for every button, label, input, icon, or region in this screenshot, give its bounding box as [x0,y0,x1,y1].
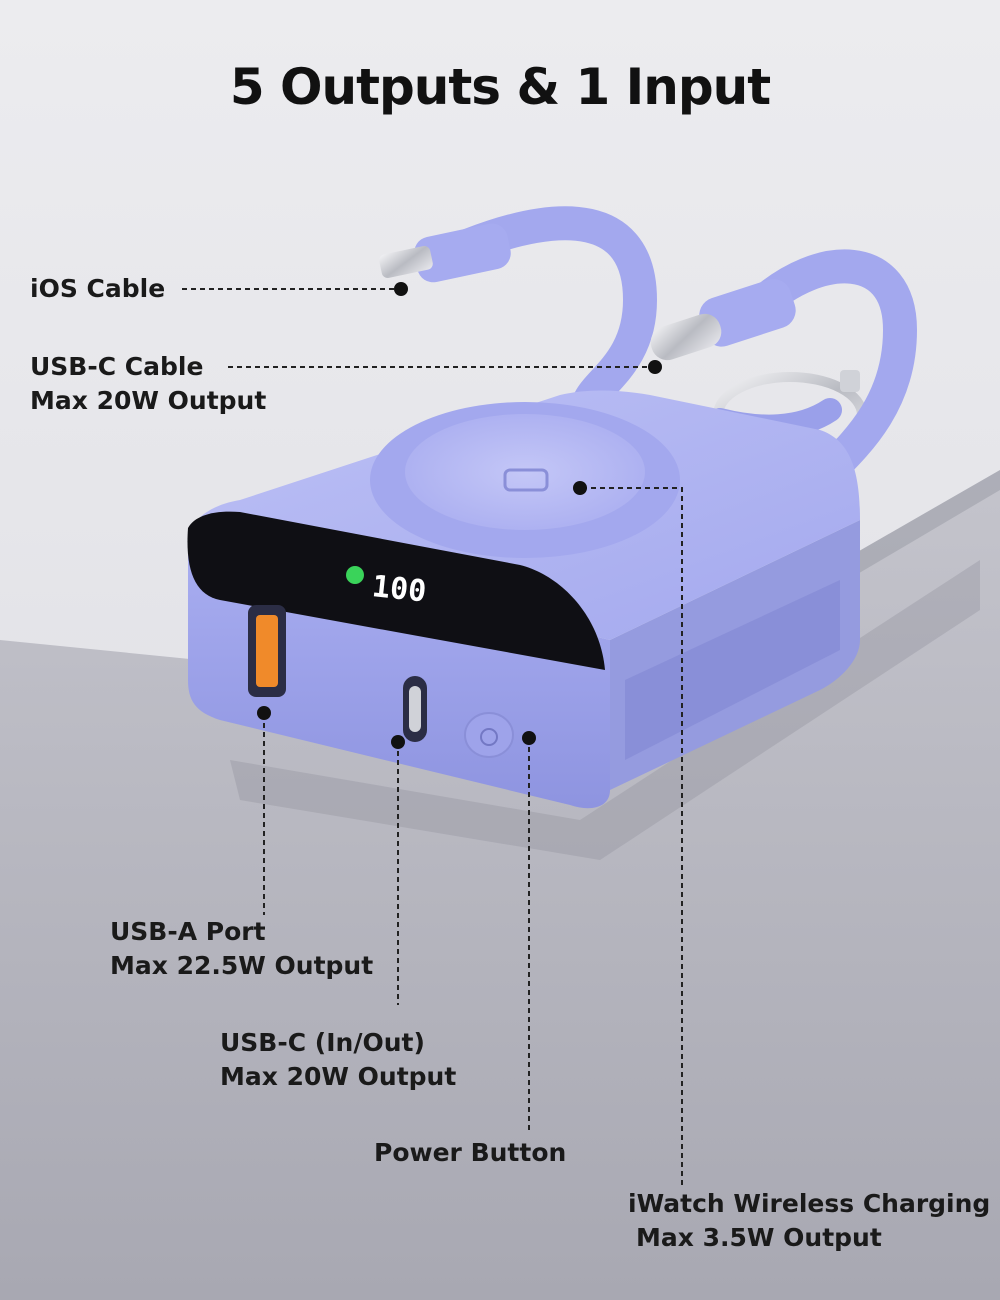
label-usba-port: USB-A Port Max 22.5W Output [110,915,373,983]
label-usbc-inout: USB-C (In/Out) Max 20W Output [220,1026,456,1094]
label-usba-port-line2: Max 22.5W Output [110,951,374,980]
usb-a-port [248,605,286,697]
label-iwatch-line1: iWatch Wireless Charging [628,1189,991,1218]
ios-connector [379,223,511,283]
label-usbc-inout-line2: Max 20W Output [220,1062,457,1091]
usb-c-port [403,676,427,742]
label-power-button-text: Power Button [374,1138,567,1167]
power-button[interactable] [464,712,514,758]
usbc-connector [650,279,796,361]
label-power-button: Power Button [374,1136,566,1170]
page-title: 5 Outputs & 1 Input [229,58,771,116]
label-ios-cable: iOS Cable [30,272,165,306]
wireless-pad [370,402,680,558]
label-ios-cable-text: iOS Cable [30,274,166,303]
leader-lines [182,288,683,1185]
label-usba-port-line1: USB-A Port [110,917,266,946]
wireless-indicator-icon [346,566,364,584]
label-usbc-cable-line2: Max 20W Output [30,386,267,415]
label-iwatch-line2: Max 3.5W Output [636,1223,882,1252]
label-usbc-cable: USB-C Cable Max 20W Output [30,350,266,418]
label-iwatch: iWatch Wireless Charging Max 3.5W Output [628,1187,990,1255]
label-usbc-inout-line1: USB-C (In/Out) [220,1028,425,1057]
leader-dots [257,282,662,749]
label-usbc-cable-line1: USB-C Cable [30,352,204,381]
display-reading: 100 [370,569,428,609]
power-icon [480,728,498,746]
display: 100 [187,511,605,670]
